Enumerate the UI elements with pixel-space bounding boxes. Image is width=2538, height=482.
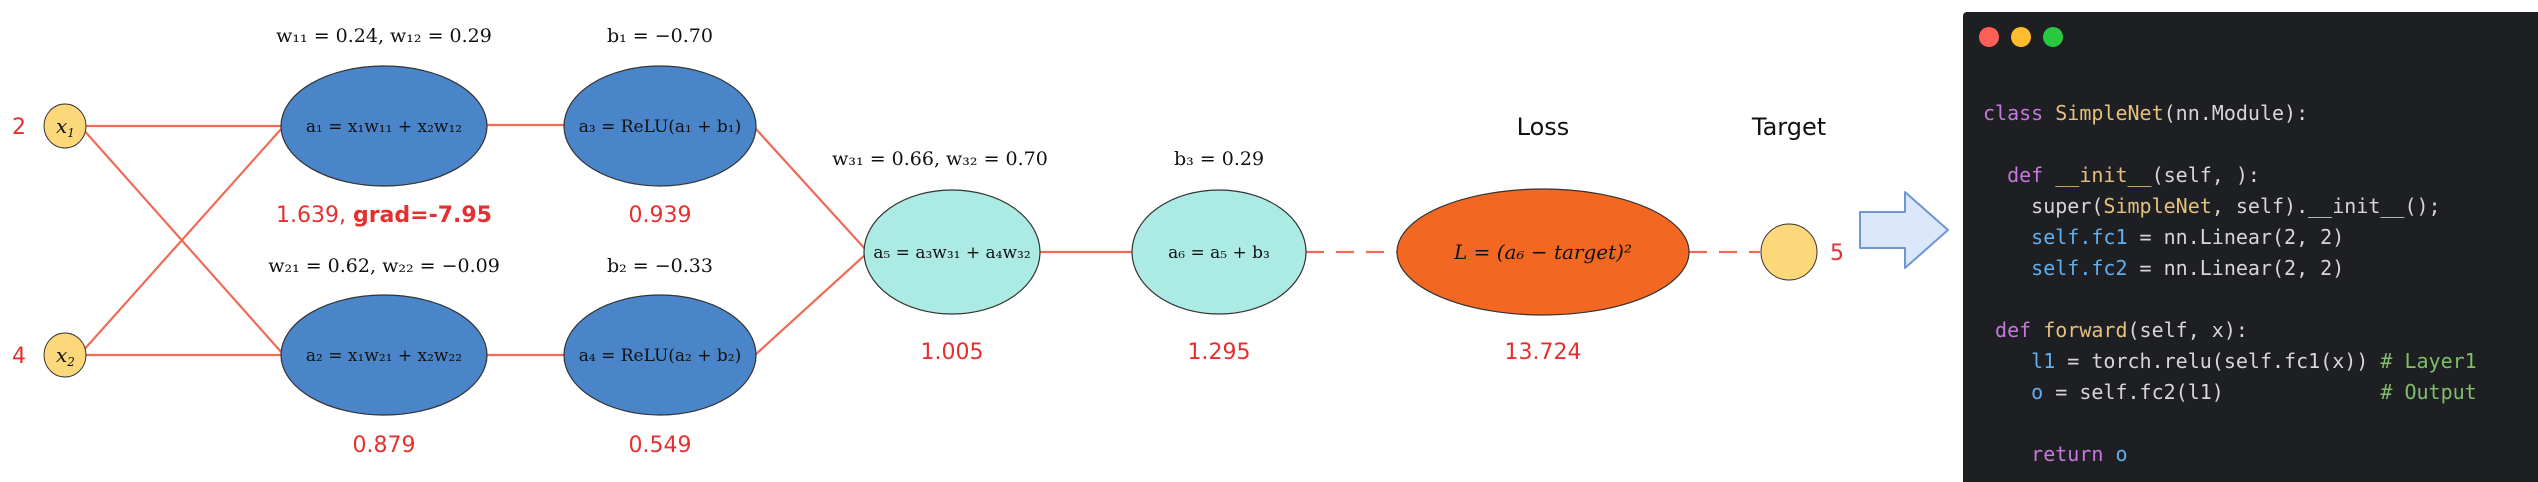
node-a4 xyxy=(563,294,757,416)
code-line: super(SimpleNet, self).__init__(); xyxy=(1983,191,2477,222)
code-line: l1 = torch.relu(self.fc1(x)) # Layer1 xyxy=(1983,346,2477,377)
code-line: self.fc1 = nn.Linear(2, 2) xyxy=(1983,222,2477,253)
target-value: 5 xyxy=(1830,241,1844,266)
node-a1-formula: a₁ = x₁w₁₁ + x₂w₁₂ xyxy=(306,117,462,137)
code-token: def xyxy=(2007,163,2056,187)
close-dot-icon[interactable] xyxy=(1979,27,1999,47)
node-a3-value: 0.939 xyxy=(629,203,692,228)
node-loss xyxy=(1396,188,1690,316)
code-line: class SimpleNet(nn.Module): xyxy=(1983,98,2477,129)
code-token xyxy=(1983,318,1995,342)
node-a4-value: 0.549 xyxy=(629,433,692,458)
target-title: Target xyxy=(1751,113,1826,141)
code-block: class SimpleNet(nn.Module): def __init__… xyxy=(1983,98,2477,470)
code-token: (self, x): xyxy=(2127,318,2248,342)
code-token: = self.fc2(l1) xyxy=(2043,380,2381,404)
code-line: def forward(self, x): xyxy=(1983,315,2477,346)
node-target xyxy=(1760,223,1818,281)
code-token: self.fc1 xyxy=(2031,225,2128,249)
node-a4-formula: a₄ = ReLU(a₂ + b₂) xyxy=(579,346,742,366)
node-loss-value: 13.724 xyxy=(1505,340,1582,365)
loss-title: Loss xyxy=(1517,113,1570,141)
edge-a3-a5 xyxy=(754,127,867,251)
code-token xyxy=(1983,380,2031,404)
node-a1-value: 1.639, grad=-7.95 xyxy=(276,203,492,228)
x1-value: 2 xyxy=(12,115,26,140)
edge-x2-a1 xyxy=(81,127,283,353)
code-token: def xyxy=(1995,318,2044,342)
code-token: o xyxy=(2031,380,2044,404)
code-window: class SimpleNet(nn.Module): def __init__… xyxy=(1963,12,2538,482)
weights-row1-label: w₁₁ = 0.24, w₁₂ = 0.29 xyxy=(276,25,492,47)
bias-b1-label: b₁ = −0.70 xyxy=(607,25,713,47)
node-a1-grad: grad=-7.95 xyxy=(353,203,492,228)
node-a5-value: 1.005 xyxy=(921,340,984,365)
code-token: (self, ): xyxy=(2151,163,2260,187)
node-a2-formula: a₂ = x₁w₂₁ + x₂w₂₂ xyxy=(306,346,462,366)
node-a1 xyxy=(280,65,488,187)
weights-out-label: w₃₁ = 0.66, w₃₂ = 0.70 xyxy=(832,148,1048,170)
node-a6 xyxy=(1131,189,1307,315)
right-arrow-icon xyxy=(1859,191,1949,269)
input-node-x2 xyxy=(43,332,87,378)
node-a3 xyxy=(563,65,757,187)
code-token: , self).__init__() xyxy=(2211,194,2429,218)
code-token: = nn.Linear(2, 2) xyxy=(2127,256,2345,280)
code-token xyxy=(1983,349,2031,373)
code-token: o xyxy=(2115,442,2128,466)
code-line: o = self.fc2(l1) # Output xyxy=(1983,377,2477,408)
code-token: (nn.Module): xyxy=(2163,101,2309,125)
minimize-dot-icon[interactable] xyxy=(2011,27,2031,47)
code-token: # Layer1 xyxy=(2380,349,2477,373)
code-token xyxy=(1983,225,2031,249)
x2-value: 4 xyxy=(12,344,26,369)
x1-label: x1 xyxy=(56,114,75,140)
code-token xyxy=(1983,442,2031,466)
code-line: return o xyxy=(1983,439,2477,470)
node-a6-value: 1.295 xyxy=(1188,340,1251,365)
code-token: __init__ xyxy=(2055,163,2152,187)
bias-b3-label: b₃ = 0.29 xyxy=(1174,148,1264,170)
code-token: = nn.Linear(2, 2) xyxy=(2127,225,2345,249)
code-token: return xyxy=(2031,442,2116,466)
code-token: self.fc2 xyxy=(2031,256,2128,280)
neural-network-diagram: 2 x1 4 x2 w₁₁ = 0.24, w₁₂ = 0.29 w₂₁ = 0… xyxy=(12,25,1949,458)
code-line: def __init__(self, ): xyxy=(1983,160,2477,191)
code-token xyxy=(1983,256,2031,280)
bias-b2-label: b₂ = −0.33 xyxy=(607,255,713,277)
window-controls xyxy=(1979,27,2063,47)
x2-label: x2 xyxy=(56,343,75,369)
node-a2 xyxy=(280,294,488,416)
code-token xyxy=(1983,163,2007,187)
code-token: class xyxy=(1983,101,2056,125)
code-token: super( xyxy=(1983,194,2104,218)
node-a2-value: 0.879 xyxy=(353,433,416,458)
code-line xyxy=(1983,408,2477,439)
code-token: # Output xyxy=(2380,380,2477,404)
edge-a4-a5 xyxy=(754,253,867,356)
code-token: forward xyxy=(2043,318,2128,342)
code-token: = torch.relu(self.fc1(x)) xyxy=(2055,349,2381,373)
maximize-dot-icon[interactable] xyxy=(2043,27,2063,47)
code-line: self.fc2 = nn.Linear(2, 2) xyxy=(1983,253,2477,284)
input-node-x1 xyxy=(43,103,87,149)
node-a3-formula: a₃ = ReLU(a₁ + b₁) xyxy=(579,117,742,137)
code-token: SimpleNet xyxy=(2103,194,2212,218)
node-a5-formula: a₅ = a₃w₃₁ + a₄w₃₂ xyxy=(873,243,1030,263)
code-token: SimpleNet xyxy=(2055,101,2164,125)
node-a6-formula: a₆ = a₅ + b₃ xyxy=(1168,243,1270,263)
node-a5 xyxy=(863,189,1041,315)
weights-row2-label: w₂₁ = 0.62, w₂₂ = −0.09 xyxy=(268,255,500,277)
code-line xyxy=(1983,284,2477,315)
code-token: ; xyxy=(2428,194,2441,218)
node-loss-formula: L = (a₆ − target)² xyxy=(1453,240,1632,264)
code-token: l1 xyxy=(2031,349,2056,373)
code-line xyxy=(1983,129,2477,160)
